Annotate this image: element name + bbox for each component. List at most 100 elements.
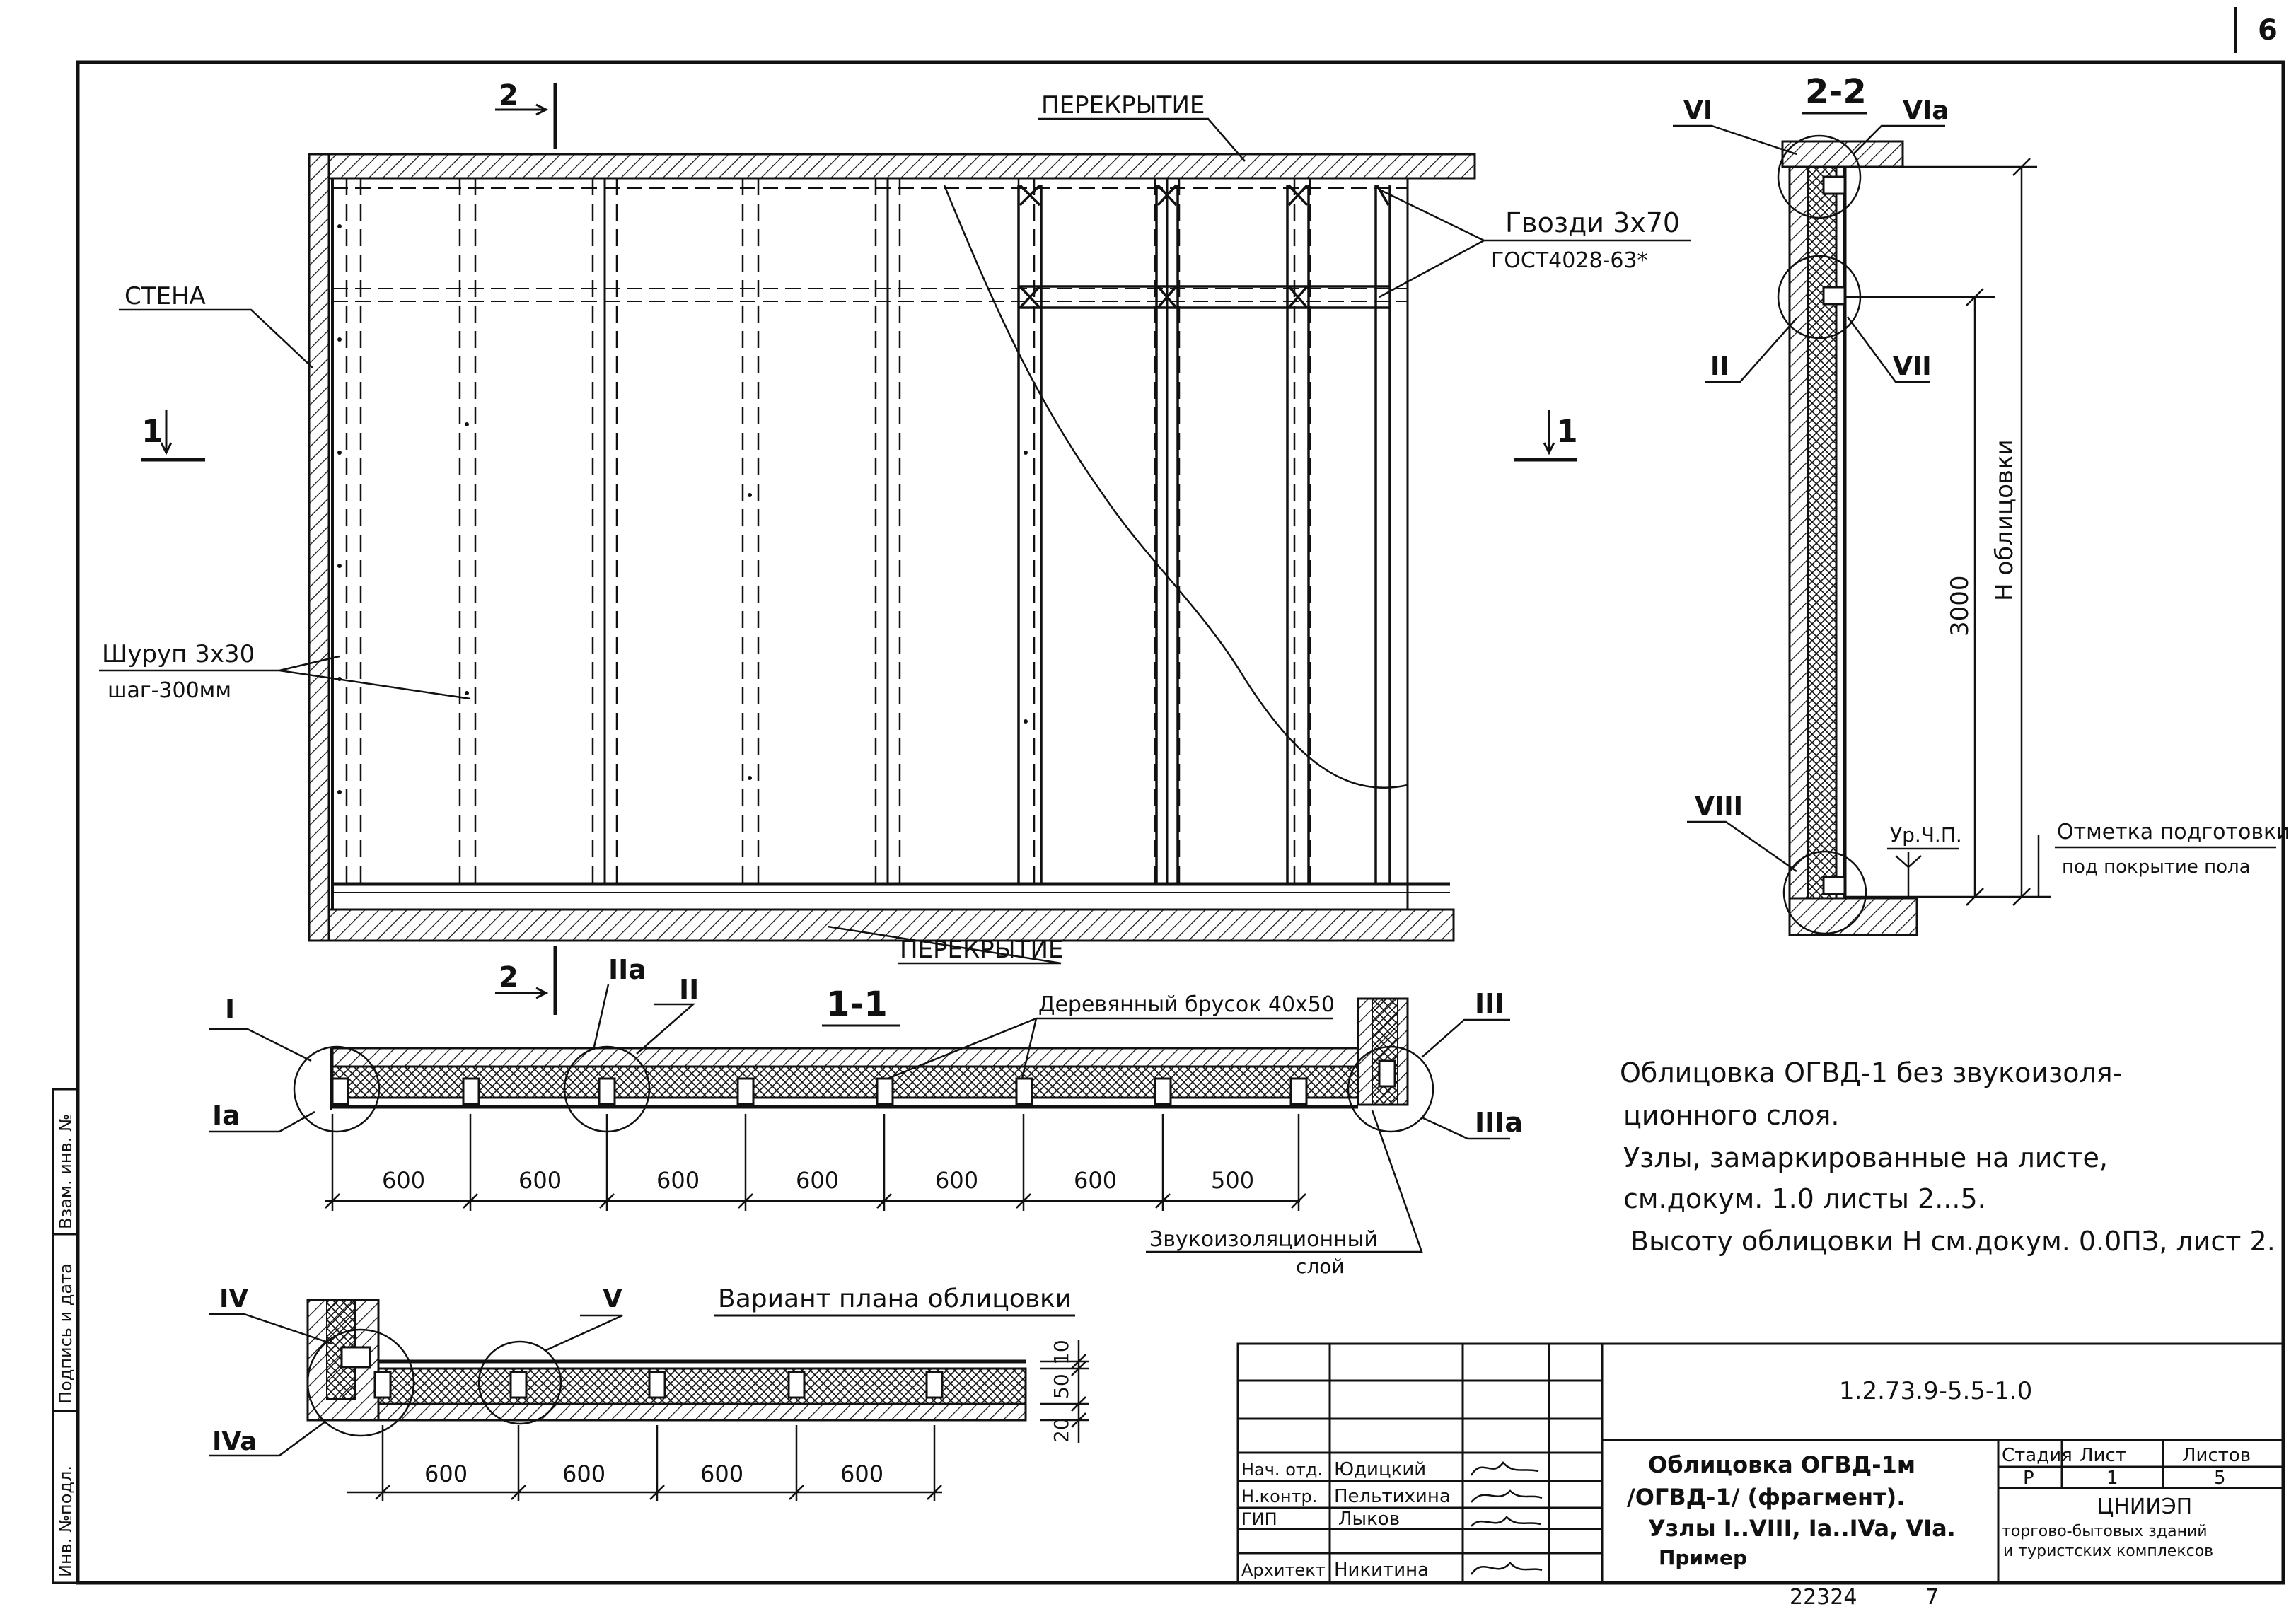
corner-insulation-1-1 — [1372, 998, 1398, 1105]
visible-frame — [1017, 184, 1391, 884]
variant-dim-vertical: 10 — [1050, 1340, 1073, 1365]
floor-slab — [327, 908, 1455, 942]
elevation-view: 2 2 1 1 ПЕРЕКРЫТИЕ ПЕРЕКРЫТИЕ СТЕНА Гвоз… — [99, 79, 1691, 1015]
sheets-head: Листов — [2182, 1445, 2251, 1466]
section-1-1-title: 1-1 — [826, 984, 888, 1024]
section-2-2: 2-2 VI VIa II VII VIII Н облицовки 3000 … — [1673, 72, 2290, 936]
variant-dim: 600 — [840, 1460, 883, 1487]
stamp-cell: Подпись и дата — [56, 1263, 76, 1404]
ceiling-label: ПЕРЕКРЫТИЕ — [1041, 91, 1205, 120]
note-line: ционного слоя. — [1623, 1100, 1839, 1131]
wall-leader — [119, 308, 313, 368]
node-viii-leader — [1687, 820, 1797, 873]
cut-1-label-left: 1 — [141, 414, 163, 450]
screw-marks — [337, 224, 1028, 794]
sound-leader — [1146, 1110, 1423, 1253]
break-line — [943, 185, 1408, 789]
stamp-cell: Взам. инв. № — [56, 1114, 76, 1229]
note-line: см.докум. 1.0 листы 2...5. — [1623, 1183, 1986, 1214]
dim-1-1: 600 — [796, 1167, 839, 1194]
bar-label: Деревянный брусок 40х50 — [1038, 992, 1335, 1017]
sound-sublabel: слой — [1296, 1255, 1345, 1278]
cut-2-label-top: 2 — [499, 79, 518, 112]
insulation-section — [1807, 165, 1838, 900]
screw-label: Шуруп 3х30 — [102, 640, 255, 668]
general-notes: Облицовка ОГВД-1 без звукоизоля- ционног… — [1620, 1057, 2275, 1257]
doc-code: 1.2.73.9-5.5-1.0 — [1839, 1377, 2032, 1405]
bottom-number: 22324 — [1790, 1585, 1857, 1609]
node-iii-label: III — [1475, 988, 1504, 1019]
dim-1-1: 600 — [382, 1167, 425, 1194]
node-via-label: VIa — [1903, 96, 1949, 125]
nails-standard-label: ГОСТ4028-63* — [1491, 248, 1648, 273]
node-i-circle — [293, 1045, 381, 1133]
section-2-2-dimensions — [1846, 158, 2051, 906]
node-iv-label: IV — [219, 1284, 248, 1313]
margin-stamp: Инв. №подл. Подпись и дата Взам. инв. № — [52, 1088, 79, 1584]
node-iv-leader — [209, 1313, 333, 1345]
dim-1-1: 600 — [656, 1167, 700, 1194]
note-line: Узлы, замаркированные на листе, — [1623, 1142, 2108, 1173]
mark-sublabel: под покрытие пола — [2062, 856, 2251, 878]
node-vii-label: VII — [1893, 352, 1932, 381]
node-ii-label: II — [1710, 352, 1729, 381]
wood-bars — [331, 1059, 1396, 1105]
variant-plan: Вариант плана облицовки IV IVa V 600 600… — [209, 1284, 1089, 1501]
node-via-leader — [1853, 124, 1945, 155]
cut-1-label-right: 1 — [1556, 414, 1578, 450]
dim-1-1: 500 — [1211, 1167, 1254, 1194]
node-iva-label: IVa — [212, 1427, 257, 1456]
cut-2-arrow-bottom — [495, 987, 549, 999]
node-vi-label: VI — [1683, 96, 1712, 125]
section-1-1: 1-1 I Ia IIa II III IIIa Деревянный брус… — [209, 954, 1523, 1278]
screw-leader — [99, 655, 471, 700]
name-cell: Лыков — [1338, 1509, 1400, 1530]
node-iiia-label: IIIa — [1475, 1107, 1523, 1138]
title-line: Облицовка ОГВД-1м — [1648, 1451, 1915, 1478]
mark-label: Отметка подготовки — [2057, 820, 2290, 844]
node-viii-label: VIII — [1695, 792, 1743, 821]
dim-1-1: 600 — [935, 1167, 978, 1194]
note-line: Высоту облицовки Н см.докум. 0.0ПЗ, лист… — [1630, 1226, 2275, 1257]
node-v-leader — [544, 1314, 623, 1352]
dim-line-1-1 — [325, 1114, 1306, 1211]
title-line: /ОГВД-1/ (фрагмент). — [1627, 1484, 1905, 1511]
nails-leader — [1379, 188, 1691, 298]
node-iia-label: IIa — [608, 954, 647, 985]
node-i-leader — [209, 1028, 312, 1062]
org-name: ЦНИИЭП — [2097, 1494, 2192, 1519]
cut-2-label-bottom: 2 — [499, 961, 518, 994]
node-ia-label: Ia — [212, 1100, 240, 1131]
sheet-frame — [76, 60, 2285, 1585]
name-cell: Юдицкий — [1334, 1459, 1426, 1480]
cut-2-arrow-top — [495, 103, 549, 116]
node-v-circle — [477, 1340, 562, 1425]
role-cell: Архитект — [1241, 1560, 1326, 1580]
note-line: Облицовка ОГВД-1 без звукоизоля- — [1620, 1057, 2122, 1088]
sheets-value: 5 — [2214, 1468, 2226, 1489]
nails-label: Гвозди 3х70 — [1505, 207, 1680, 238]
hidden-studs — [345, 178, 1311, 884]
node-v-label: V — [603, 1284, 622, 1313]
variant-insulation — [377, 1367, 1027, 1405]
ceiling-leader — [1038, 117, 1246, 162]
insulation-1-1 — [331, 1065, 1359, 1099]
cut-1-arrow-right — [1543, 410, 1555, 455]
title-line: Узлы I..VIII, Ia..IVa, VIa. — [1648, 1515, 1956, 1542]
name-cell: Пельтихина — [1334, 1486, 1451, 1507]
stage-head: Стадия — [2002, 1445, 2072, 1466]
cut-1-arrow-left — [160, 410, 173, 455]
ceiling-slab-section — [1781, 140, 1904, 168]
section-2-2-title: 2-2 — [1805, 72, 1867, 112]
stamp-cell: Инв. №подл. — [56, 1465, 76, 1577]
variant-dim: 600 — [424, 1460, 468, 1487]
node-ia-leader — [209, 1110, 315, 1133]
variant-dim-vertical: 50 — [1050, 1373, 1073, 1399]
floor-level-label: Ур.Ч.П. — [1890, 823, 1962, 847]
node-vi-circle — [1777, 134, 1862, 219]
signature-marks — [1470, 1460, 1543, 1575]
variant-wall-horizontal — [377, 1402, 1027, 1422]
title-line: Пример — [1659, 1546, 1747, 1569]
node-iva-leader — [209, 1420, 326, 1457]
node-ii-leader — [1705, 318, 1797, 383]
